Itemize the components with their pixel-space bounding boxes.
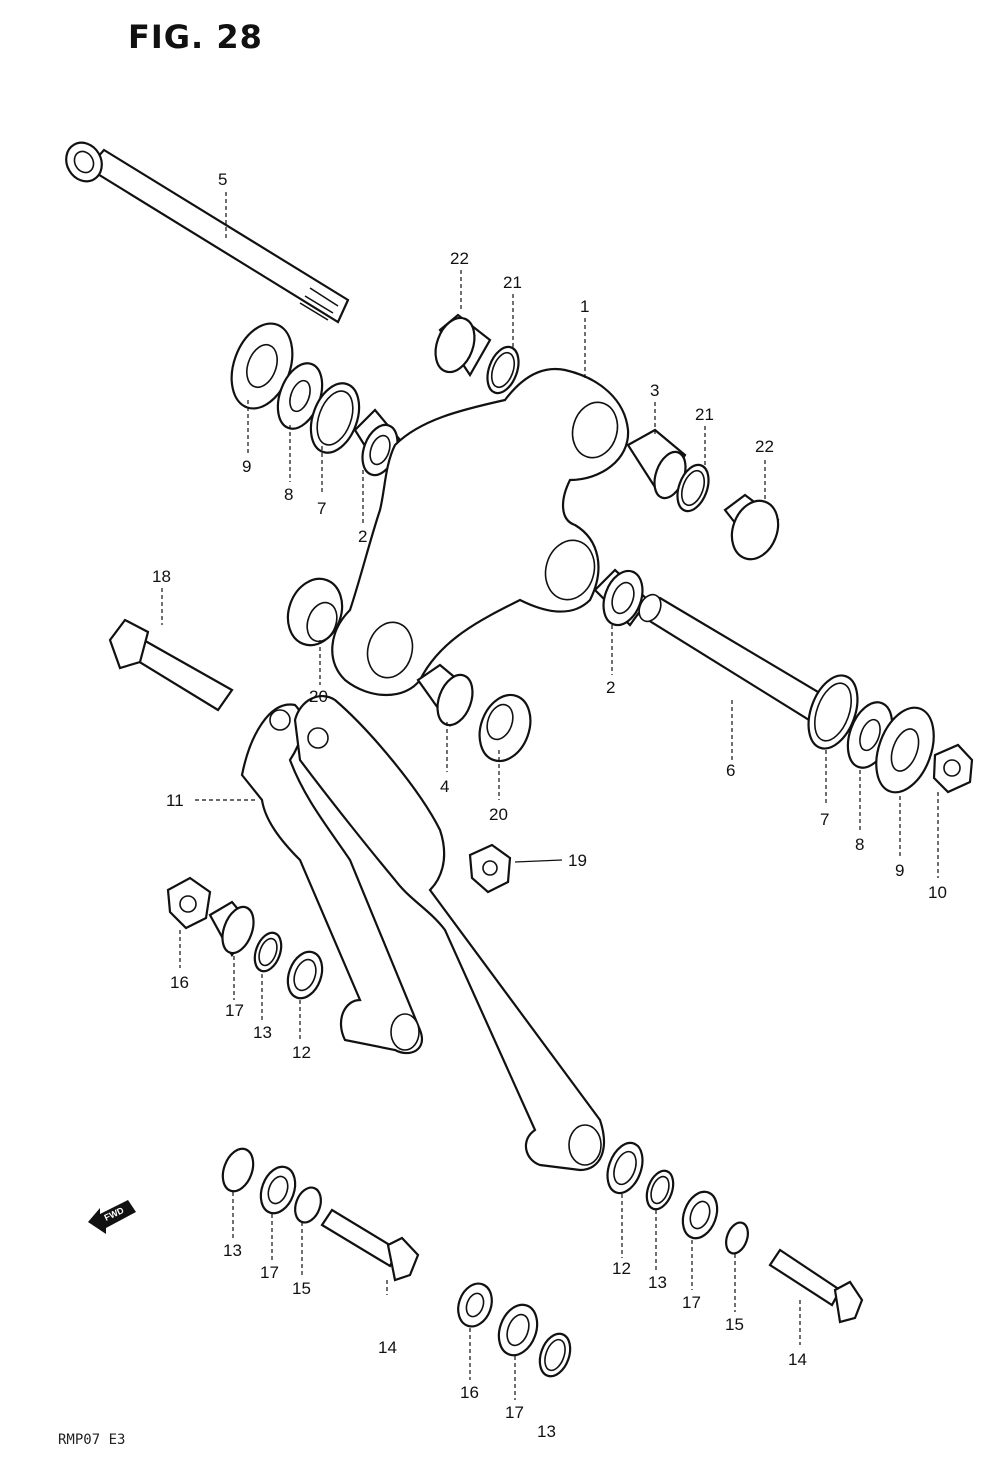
callout-9-right: 9 — [895, 861, 904, 880]
spacer-17-left — [208, 900, 255, 958]
callout-21-top: 21 — [503, 273, 522, 292]
callout-3: 3 — [650, 381, 659, 400]
callout-11: 11 — [166, 791, 184, 810]
shaft-6 — [638, 593, 842, 730]
callout-16-bottom: 16 — [460, 1383, 479, 1402]
callout-2-right: 2 — [606, 678, 615, 697]
callout-13-left: 13 — [253, 1023, 272, 1042]
callout-14-left: 14 — [378, 1338, 397, 1357]
callout-14-right: 14 — [788, 1350, 807, 1369]
callout-17-left: 17 — [225, 1001, 244, 1020]
callout-13-right: 13 — [648, 1273, 667, 1292]
callout-15-left: 15 — [292, 1279, 311, 1298]
spacer-17-bottom — [497, 1303, 539, 1357]
callout-13-bottom: 13 — [537, 1422, 556, 1441]
spacer-4 — [416, 663, 474, 728]
figure-title: FIG. 28 — [128, 18, 263, 56]
dust-seal-20-left — [286, 577, 344, 647]
dust-seal-20-right — [478, 693, 532, 763]
callout-16-left: 16 — [170, 973, 189, 992]
bushing-12-left — [286, 950, 324, 1000]
callout-20-left: 20 — [309, 687, 328, 706]
nut-19 — [468, 843, 512, 894]
callout-13-bottom-left: 13 — [223, 1241, 242, 1260]
part-1-cushion-lever — [331, 367, 630, 697]
bushing-12-right — [606, 1141, 644, 1195]
callout-21-right: 21 — [695, 405, 714, 424]
circlip-21-top — [486, 345, 520, 395]
right-bearing-2 — [593, 568, 650, 627]
callout-9-left: 9 — [242, 457, 251, 476]
callout-17-bottom: 17 — [505, 1403, 524, 1422]
spacer-17-bottom-left — [259, 1165, 297, 1215]
callout-8-right: 8 — [855, 835, 864, 854]
callout-5: 5 — [218, 170, 227, 189]
callout-8-left: 8 — [284, 485, 293, 504]
circlip-21-right — [676, 463, 710, 513]
callout-2-left: 2 — [358, 527, 367, 546]
bolt-18 — [108, 618, 234, 712]
callout-12-left: 12 — [292, 1043, 311, 1062]
footer-code: RMP07 E3 — [58, 1432, 126, 1448]
spacer-17-right — [681, 1190, 719, 1240]
dust-seal-22-top — [434, 313, 492, 378]
callout-4: 4 — [440, 777, 449, 796]
circlip-13-right — [645, 1169, 675, 1211]
part-5-bolt — [65, 141, 350, 324]
callout-10: 10 — [928, 883, 947, 902]
washer-15-bottom-left — [294, 1186, 322, 1224]
callout-labels: 5 22 21 1 3 21 22 9 8 7 2 18 20 2 4 20 6… — [152, 170, 947, 1441]
callout-15-right: 15 — [725, 1315, 744, 1334]
callout-18: 18 — [152, 567, 171, 586]
callout-19: 19 — [568, 851, 587, 870]
circlip-13-left — [253, 931, 283, 973]
callout-20-right: 20 — [489, 805, 508, 824]
seal-16-bottom — [457, 1282, 493, 1328]
callout-17-right: 17 — [682, 1293, 701, 1312]
callout-12-right: 12 — [612, 1259, 631, 1278]
callout-22-right: 22 — [755, 437, 774, 456]
circlip-13-bottom-left — [221, 1147, 255, 1193]
callout-22-top: 22 — [450, 249, 469, 268]
callout-6: 6 — [726, 761, 735, 780]
right-oil-seal-7 — [807, 674, 859, 750]
callout-17-bottom-left: 17 — [260, 1263, 279, 1282]
cushion-rod-11 — [240, 694, 605, 1172]
seal-16-left — [166, 876, 212, 930]
forward-arrow-icon: FWD — [88, 1200, 136, 1234]
circlip-13-bottom — [538, 1332, 572, 1378]
nut-10 — [932, 743, 974, 794]
left-oil-seal-7 — [309, 382, 361, 454]
bolt-14-left — [320, 1208, 420, 1282]
bolt-14-right — [768, 1248, 864, 1324]
leader-lines — [161, 192, 939, 1400]
right-seal-9 — [875, 706, 935, 794]
washer-15-right — [725, 1221, 749, 1255]
callout-1: 1 — [580, 297, 589, 316]
callout-7-left: 7 — [317, 499, 326, 518]
dust-seal-22-right — [723, 493, 780, 561]
callout-7-right: 7 — [820, 810, 829, 829]
